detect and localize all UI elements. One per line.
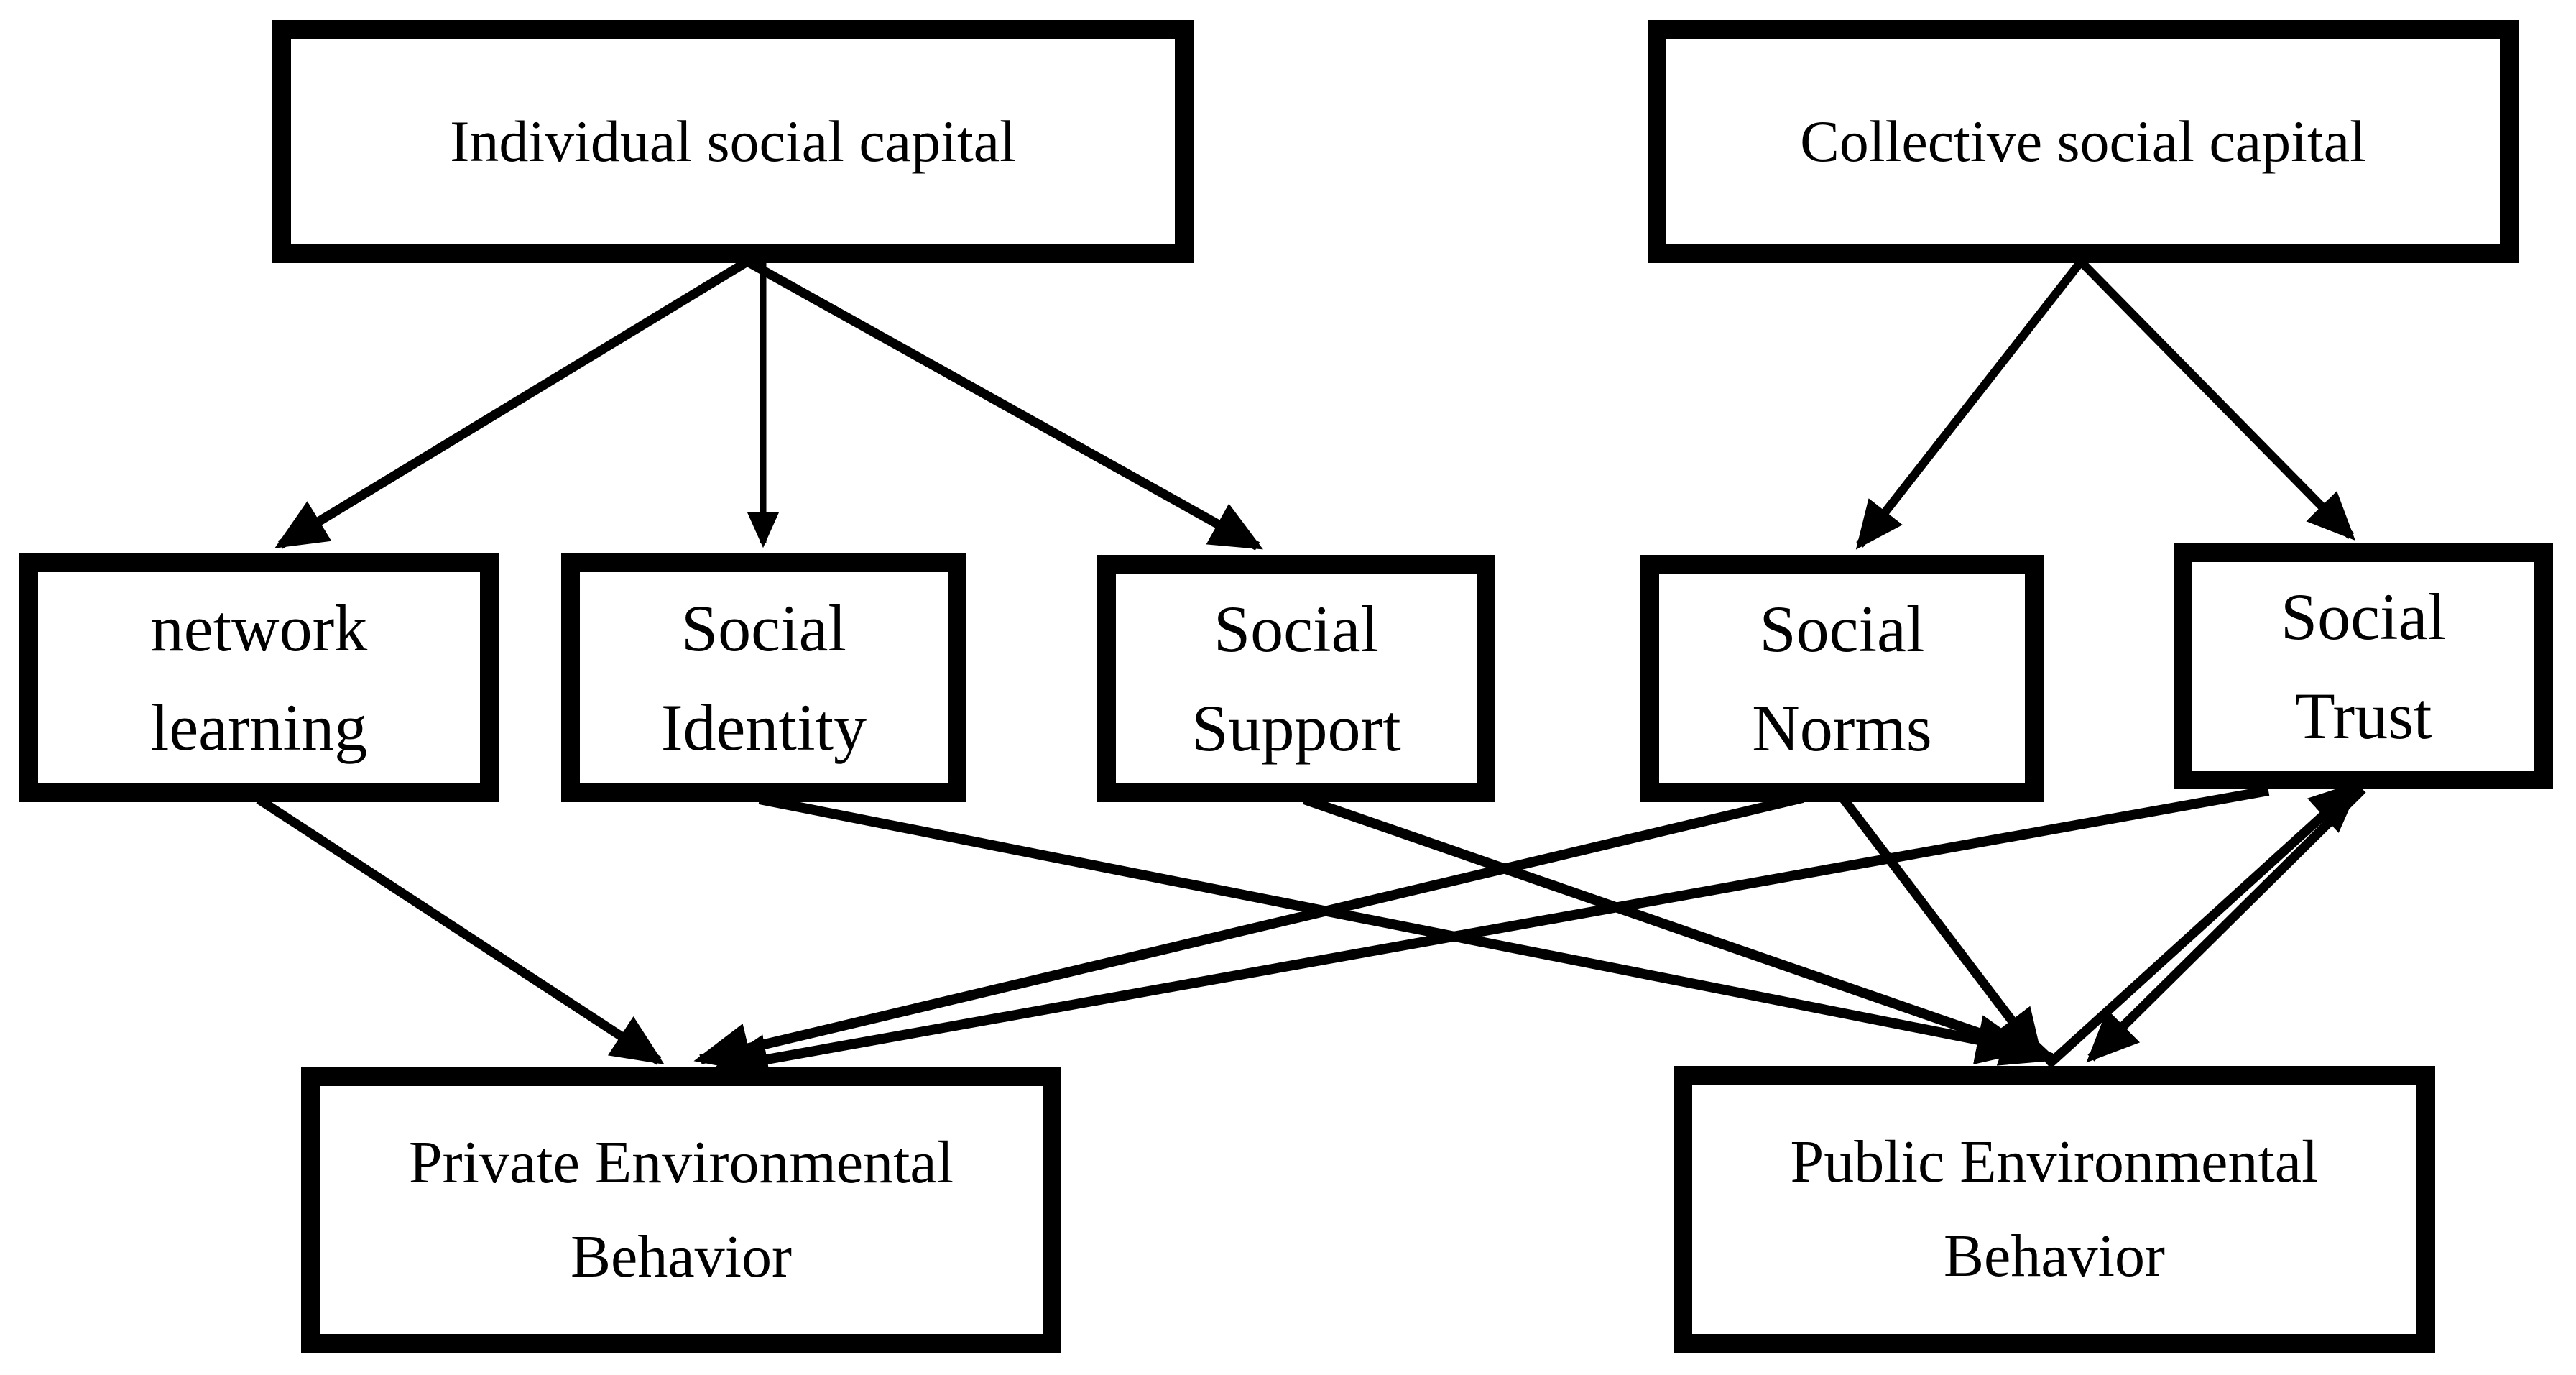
node-social-norms-label: Social Norms <box>1752 592 1932 765</box>
node-collective-social-capital: Collective social capital <box>1648 20 2519 263</box>
arrow-social-norms-to-private <box>693 793 1804 1073</box>
node-individual-social-capital: Individual social capital <box>272 20 1194 263</box>
arrow-collective-to-social-trust <box>2077 258 2355 541</box>
node-social-support: Social Support <box>1097 555 1495 802</box>
arrow-social-identity-to-public <box>758 794 2033 1065</box>
node-social-support-label: Social Support <box>1191 592 1401 765</box>
node-public-environmental-behavior-label: Public Environmental Behavior <box>1790 1128 2319 1289</box>
node-social-norms: Social Norms <box>1640 555 2044 802</box>
node-network-learning: network learning <box>19 553 499 802</box>
arrow-social-trust-to-private <box>711 786 2270 1085</box>
node-social-trust-label: Social Trust <box>2281 580 2446 753</box>
node-social-identity: Social Identity <box>561 553 966 802</box>
arrow-public-to-social-trust <box>2044 780 2362 1069</box>
arrow-social-trust-to-public <box>2086 786 2366 1063</box>
node-social-trust: Social Trust <box>2174 543 2553 789</box>
arrow-individual-to-network-learning <box>274 257 750 549</box>
arrow-social-norms-to-public <box>1839 796 2044 1062</box>
node-network-learning-label: network learning <box>150 592 368 764</box>
node-public-environmental-behavior: Public Environmental Behavior <box>1674 1066 2435 1353</box>
node-private-environmental-behavior-label: Private Environmental Behavior <box>408 1129 954 1290</box>
node-private-environmental-behavior: Private Environmental Behavior <box>301 1067 1061 1353</box>
node-social-identity-label: Social Identity <box>660 592 867 764</box>
node-collective-social-capital-label: Collective social capital <box>1800 108 2366 174</box>
arrow-network-learning-to-private <box>256 795 665 1065</box>
arrow-social-support-to-public <box>1302 794 2059 1066</box>
arrow-collective-to-social-norms <box>1855 259 2085 550</box>
node-individual-social-capital-label: Individual social capital <box>450 108 1016 174</box>
arrow-individual-to-social-support <box>744 257 1263 551</box>
